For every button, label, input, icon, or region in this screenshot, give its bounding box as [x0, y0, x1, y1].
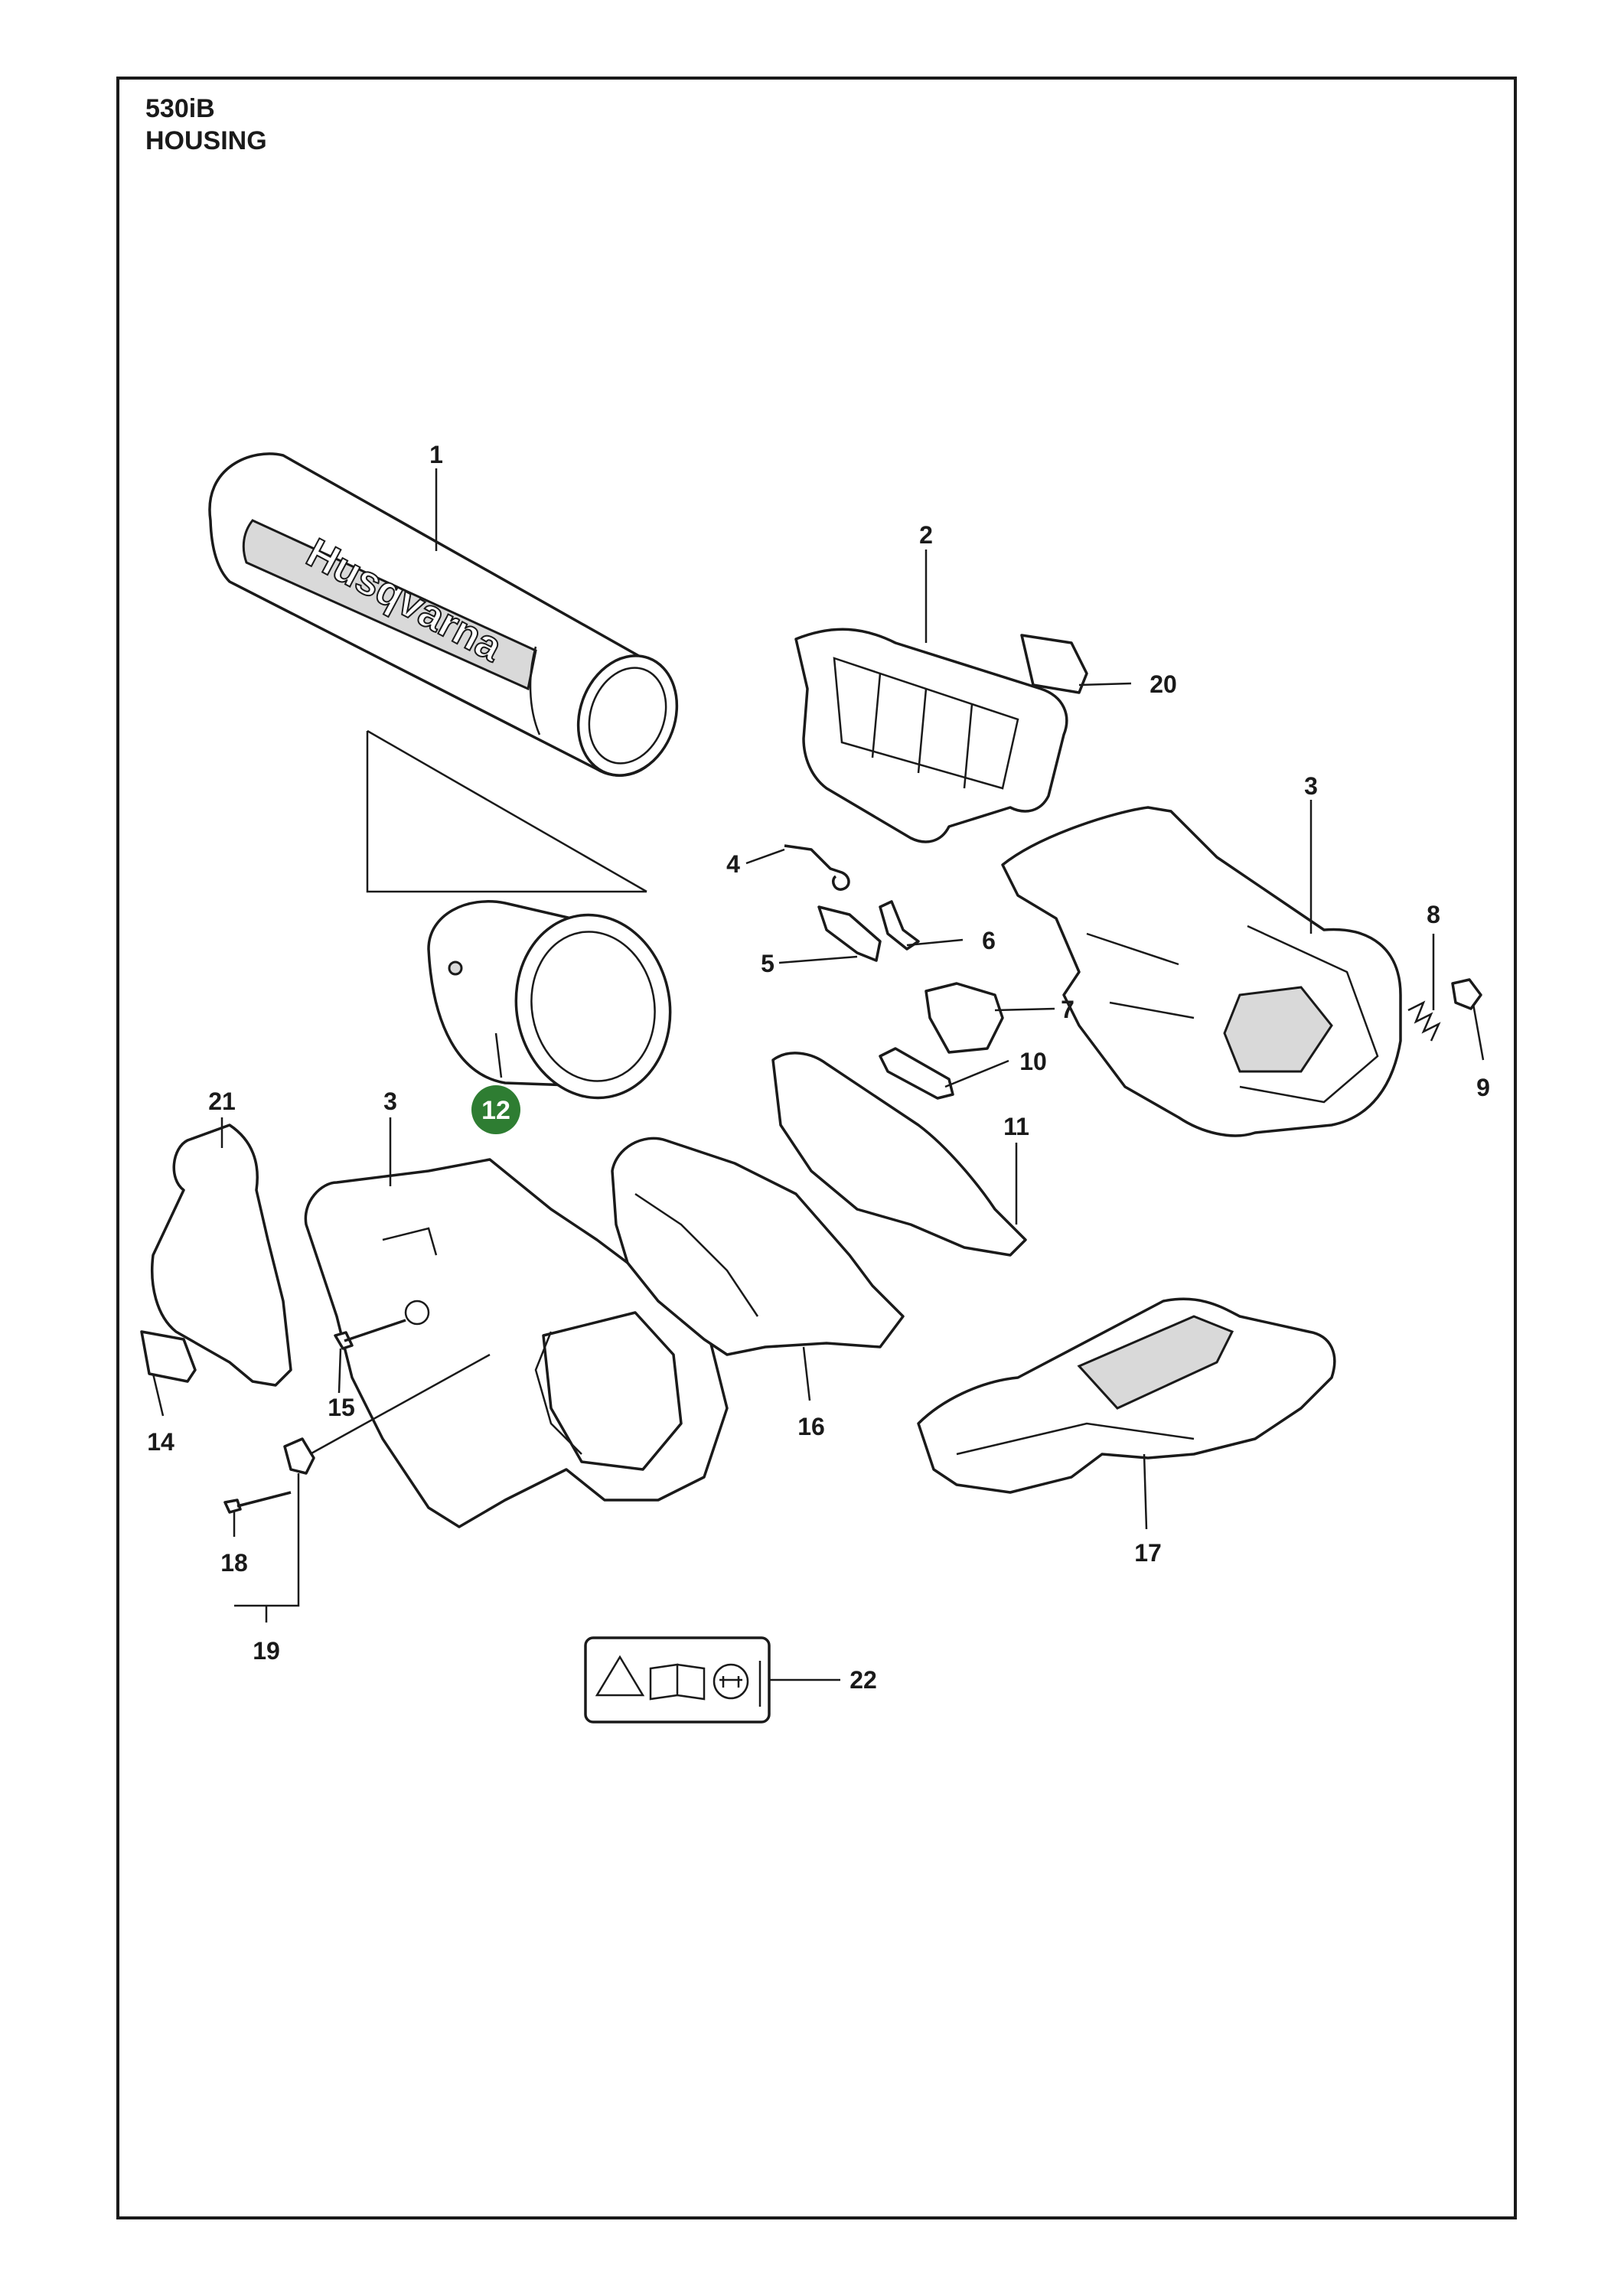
- callout-10[interactable]: 10: [1019, 1048, 1047, 1075]
- part-17-base[interactable]: [917, 1297, 1336, 1494]
- section-title: HOUSING: [145, 126, 267, 155]
- assembly-bracket-diagonal: [367, 729, 647, 893]
- part-3-left-housing[interactable]: [304, 1158, 729, 1528]
- leader-lines: [152, 468, 1485, 1681]
- callout-3-left[interactable]: 3: [383, 1088, 397, 1115]
- part-4-spring[interactable]: [784, 844, 850, 891]
- eye-protection-icon: [713, 1663, 749, 1700]
- callout-19[interactable]: 19: [253, 1637, 280, 1665]
- callout-labels: 1 2 3 3 4 5 6 7 8 9 10 11 12 14 15 16 17…: [147, 441, 1490, 1694]
- callout-5[interactable]: 5: [761, 950, 774, 977]
- part-9-button[interactable]: [1451, 978, 1482, 1010]
- callout-16[interactable]: 16: [797, 1413, 825, 1440]
- manual-book-icon: [649, 1663, 706, 1701]
- part-10-slider[interactable]: [879, 1047, 954, 1100]
- callout-9[interactable]: 9: [1476, 1074, 1490, 1101]
- callout-21[interactable]: 21: [208, 1088, 236, 1115]
- assembly-bracket-line: [366, 731, 647, 893]
- callout-1[interactable]: 1: [429, 441, 443, 468]
- part-15-screw[interactable]: [334, 1319, 406, 1350]
- part-14-pad[interactable]: [140, 1330, 197, 1383]
- callout-17[interactable]: 17: [1134, 1539, 1162, 1567]
- callout-15[interactable]: 15: [328, 1394, 355, 1421]
- part-12-adapter-ring[interactable]: [427, 900, 684, 1110]
- part-22-warning-decal[interactable]: [584, 1636, 771, 1724]
- part-3-motor-housing[interactable]: [1001, 806, 1402, 1137]
- part-16-inner-duct[interactable]: [611, 1137, 905, 1356]
- part-18-screw[interactable]: [223, 1491, 292, 1514]
- part-2-upper-housing[interactable]: [794, 628, 1068, 843]
- part-19-axis-line: [309, 1353, 491, 1456]
- part-1-blower-tube[interactable]: Husqvarna: [208, 452, 693, 789]
- callout-4[interactable]: 4: [726, 850, 740, 878]
- page-frame: [116, 77, 1517, 2219]
- model-title: 530iB: [145, 94, 215, 123]
- callout-7[interactable]: 7: [1061, 996, 1075, 1023]
- callout-14[interactable]: 14: [147, 1428, 174, 1456]
- callout-12[interactable]: 12: [481, 1096, 510, 1125]
- callout-3-right[interactable]: 3: [1304, 772, 1318, 800]
- callout-11[interactable]: 11: [1003, 1113, 1029, 1140]
- part-8-spring[interactable]: [1407, 1000, 1441, 1042]
- callout-8[interactable]: 8: [1427, 901, 1440, 928]
- callout-12-highlight-badge[interactable]: [471, 1085, 520, 1134]
- warning-triangle-icon: [595, 1655, 645, 1697]
- part-11-air-duct[interactable]: [771, 1052, 1027, 1257]
- part-20-label-pad[interactable]: [1020, 634, 1088, 694]
- callout-18[interactable]: 18: [220, 1549, 248, 1577]
- part-19-bracket[interactable]: [283, 1437, 315, 1475]
- part-7-switch[interactable]: [925, 982, 1004, 1054]
- callout-20[interactable]: 20: [1150, 670, 1177, 698]
- callout-22[interactable]: 22: [850, 1666, 877, 1694]
- part-21-handle-cover[interactable]: [151, 1124, 292, 1387]
- callout-6[interactable]: 6: [982, 927, 996, 954]
- part-5-trigger[interactable]: [817, 905, 882, 962]
- part-6-clip[interactable]: [879, 900, 920, 951]
- callout-2[interactable]: 2: [919, 521, 933, 549]
